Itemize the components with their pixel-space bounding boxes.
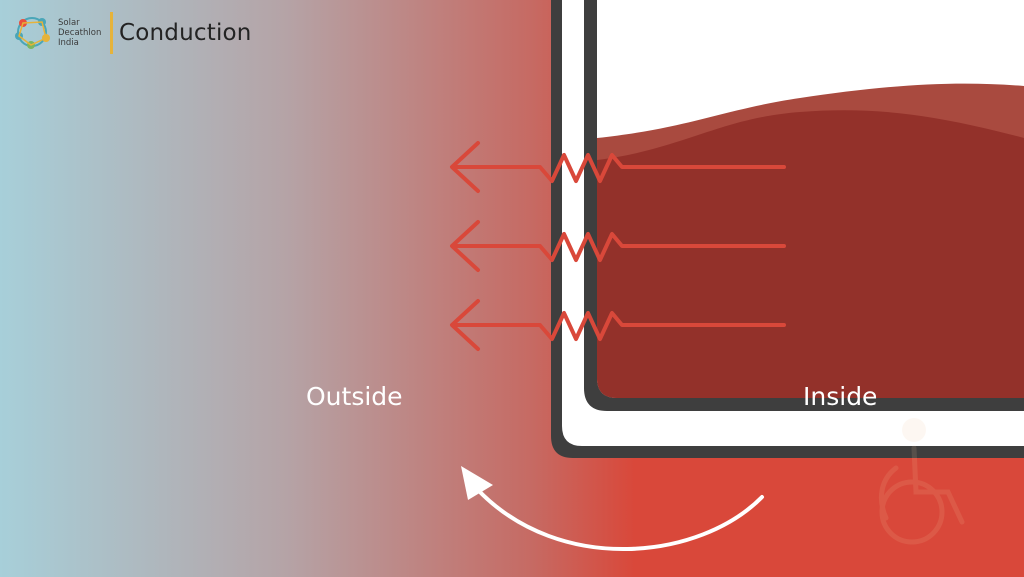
logo-line: Solar	[58, 18, 80, 28]
heat-arrow	[450, 220, 786, 272]
inside-warm-liquid	[597, 110, 1024, 398]
wheelchair-watermark-icon	[878, 418, 965, 545]
heat-arrow	[450, 141, 786, 193]
header-divider	[110, 12, 113, 54]
logo-line: Decathlon	[58, 28, 102, 38]
heat-arrows	[450, 141, 786, 351]
outside-label: Outside	[306, 382, 403, 411]
heat-arrow	[450, 299, 786, 351]
logo-wordmark: Solar Decathlon India	[58, 18, 102, 48]
logo-line: India	[58, 38, 79, 48]
circulation-arrow	[461, 466, 764, 552]
inside-label: Inside	[803, 382, 878, 411]
solar-decathlon-logo-icon	[15, 17, 50, 49]
logo-spacer	[12, 15, 52, 51]
header: Solar Decathlon India Conduction	[12, 10, 252, 56]
page-title: Conduction	[119, 20, 252, 46]
